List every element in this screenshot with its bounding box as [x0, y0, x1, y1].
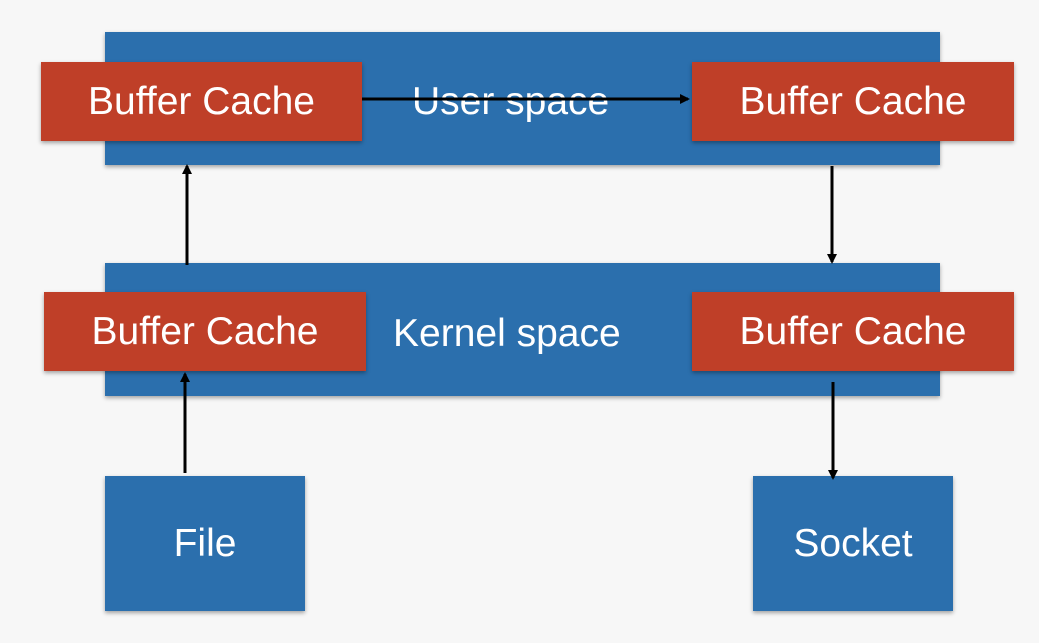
socket-box: Socket — [753, 476, 953, 611]
kernel-right-buffer-cache: Buffer Cache — [692, 292, 1014, 371]
file-box: File — [105, 476, 305, 611]
user-left-buffer-cache: Buffer Cache — [41, 62, 362, 141]
user-space-label: User space — [412, 80, 610, 123]
kernel-space-label: Kernel space — [393, 312, 621, 355]
user-right-buffer-cache: Buffer Cache — [692, 62, 1014, 141]
kernel-left-buffer-cache: Buffer Cache — [44, 292, 366, 371]
